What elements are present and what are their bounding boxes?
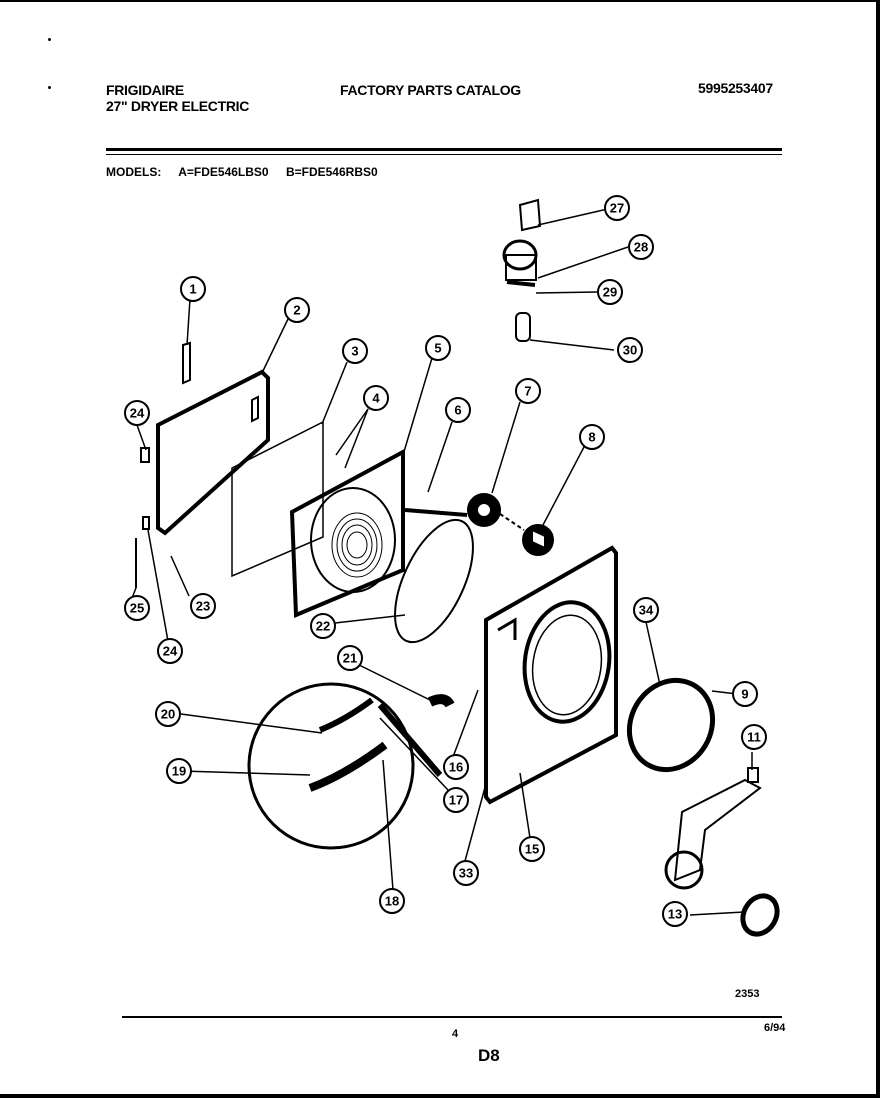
models-line: MODELS: A=FDE546LBS0 B=FDE546RBS0	[106, 165, 392, 179]
callout-label-28: 28	[634, 240, 648, 255]
callout-label-19: 19	[172, 764, 186, 779]
part-13-ring	[740, 893, 780, 937]
callout-circle-23	[190, 593, 216, 619]
scan-speck	[48, 38, 51, 41]
callout-circle-16	[443, 754, 469, 780]
callout-label-29: 29	[603, 285, 617, 300]
callout-label-34: 34	[639, 603, 654, 618]
callout-label-24: 24	[130, 406, 145, 421]
sheet-id: D8	[478, 1046, 500, 1065]
part-33-front-bulkhead	[484, 545, 618, 805]
callout-label-20: 20	[161, 707, 175, 722]
callout-label-18: 18	[385, 894, 399, 909]
callout-label-3: 3	[351, 344, 358, 359]
callout-label-2: 2	[293, 303, 300, 318]
part-24-clip	[140, 447, 150, 463]
catalog-title: FACTORY PARTS CATALOG	[340, 82, 521, 98]
callout-circle-9	[732, 681, 758, 707]
diagram-code: 2353	[735, 988, 760, 1000]
part-1-bracket	[182, 341, 191, 385]
page-number: 4	[452, 1028, 459, 1040]
part-22-seal-ring	[394, 518, 474, 644]
part-24-clip-lower	[142, 516, 150, 530]
callout-circle-2	[284, 297, 310, 323]
callout-label-8: 8	[588, 430, 595, 445]
callout-label-21: 21	[343, 651, 357, 666]
callout-label-5: 5	[434, 341, 441, 356]
part-27-terminal	[518, 198, 542, 232]
callout-label-13: 13	[668, 907, 682, 922]
part-5-heater-housing	[289, 448, 405, 618]
callout-label-16: 16	[449, 760, 463, 775]
callout-circle-8	[579, 424, 605, 450]
callout-label-17: 17	[449, 793, 463, 808]
callout-circle-1	[180, 276, 206, 302]
callout-circle-24	[157, 638, 183, 664]
callout-label-11: 11	[747, 730, 761, 745]
callout-circle-15	[519, 836, 545, 862]
callout-label-9: 9	[741, 687, 748, 702]
callout-label-25: 25	[130, 601, 144, 616]
product-name: 27" DRYER ELECTRIC	[106, 98, 250, 114]
catalog-part-number: 5995253407	[698, 80, 773, 96]
callout-circle-28	[628, 234, 654, 260]
callout-label-27: 27	[610, 201, 624, 216]
callout-circle-13	[662, 901, 688, 927]
callout-label-4: 4	[372, 391, 380, 406]
callout-label-1: 1	[189, 282, 196, 297]
scan-speck	[48, 86, 51, 89]
part-3-insulation	[231, 420, 324, 578]
header-rule	[106, 148, 782, 151]
callout-circle-3	[342, 338, 368, 364]
part-19-seal	[308, 741, 388, 792]
callout-label-6: 6	[454, 403, 461, 418]
callout-bubbles: 1234567891113151617181920212223242425272…	[124, 195, 767, 927]
callout-circle-25	[124, 595, 150, 621]
callout-circle-18	[379, 888, 405, 914]
leader-lines	[129, 207, 753, 916]
callout-circle-5	[425, 335, 451, 361]
part-34-drum-seal	[626, 677, 716, 773]
footer-rule	[122, 1016, 782, 1018]
callout-circle-17	[443, 787, 469, 813]
callout-circle-33	[453, 860, 479, 886]
callout-label-33: 33	[459, 866, 473, 881]
part-21-sensor	[427, 694, 455, 708]
callout-circle-6	[445, 397, 471, 423]
part-29-washer	[506, 280, 536, 287]
callout-circle-27	[604, 195, 630, 221]
models-label: MODELS:	[106, 165, 162, 179]
callout-circle-34	[633, 597, 659, 623]
callout-label-23: 23	[196, 599, 210, 614]
part-11-lint-duct	[673, 778, 762, 882]
brand-name: FRIGIDAIRE	[106, 82, 184, 98]
model-b: B=FDE546RBS0	[285, 165, 378, 179]
callout-label-30: 30	[623, 343, 637, 358]
callout-circle-30	[617, 337, 643, 363]
callout-circle-4	[363, 385, 389, 411]
part-30-shaft	[515, 312, 531, 342]
callout-circle-7	[515, 378, 541, 404]
callout-circle-24	[124, 400, 150, 426]
header-brand-block: FRIGIDAIRE 27" DRYER ELECTRIC	[106, 82, 249, 114]
callout-circle-11	[741, 724, 767, 750]
callout-circle-21	[337, 645, 363, 671]
model-a: A=FDE546LBS0	[178, 165, 269, 179]
callout-circle-19	[166, 758, 192, 784]
callout-circle-22	[310, 613, 336, 639]
header-rule-thin	[106, 154, 782, 155]
callout-circle-20	[155, 701, 181, 727]
part-2-panel	[156, 369, 270, 536]
callout-circle-29	[597, 279, 623, 305]
footer-date: 6/94	[764, 1022, 786, 1034]
detail-magnifier-circle	[247, 682, 415, 850]
part-20-seal	[318, 697, 374, 733]
callout-label-15: 15	[525, 842, 539, 857]
callout-label-24: 24	[163, 644, 178, 659]
callout-label-22: 22	[316, 619, 330, 634]
callout-label-7: 7	[524, 384, 531, 399]
